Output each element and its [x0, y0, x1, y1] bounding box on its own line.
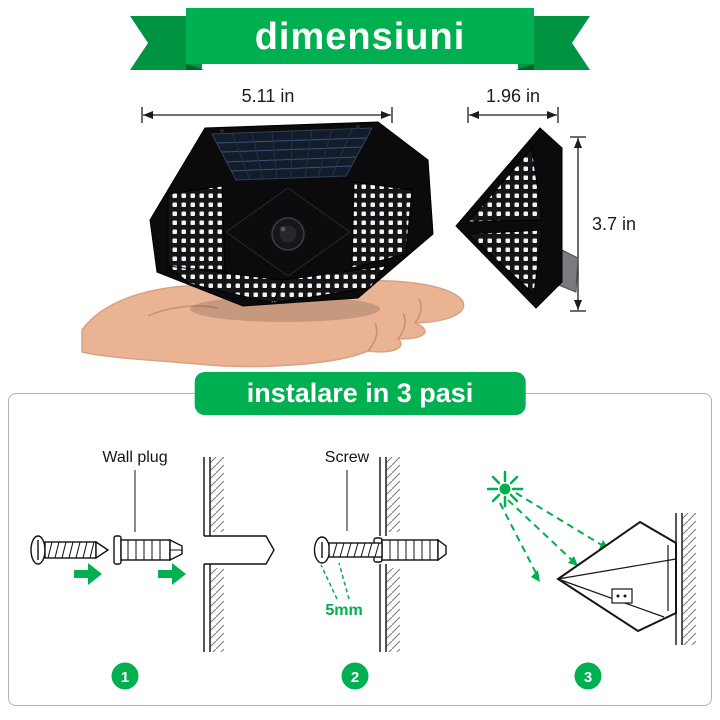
led-panel-bottom-right	[272, 265, 388, 304]
front-width-label: 5.11 in	[242, 86, 295, 106]
led-panel-side-upper	[466, 146, 543, 223]
mount-hole-left	[220, 129, 224, 133]
screw-label: Screw	[325, 449, 370, 466]
product-photo: 5.11 in 1.96 in 3.7 in	[81, 86, 636, 368]
height-label: 3.7 in	[592, 214, 636, 234]
ray-arrowhead	[568, 556, 578, 566]
mount-hole-right	[356, 125, 360, 129]
wall-step3	[675, 513, 696, 645]
drilled-hole	[204, 535, 275, 565]
dimensions-ribbon: dimensiuni	[130, 8, 590, 70]
step-3	[486, 470, 696, 645]
led-panel-right	[351, 181, 413, 269]
lamp-front-view	[149, 121, 434, 307]
install-title: instalare in 3 pasi	[246, 378, 474, 408]
step-3-badge	[574, 662, 602, 690]
5mm-label: 5mm	[325, 602, 362, 619]
step-2: Screw	[313, 449, 447, 652]
wall-step1	[203, 457, 275, 652]
ray-arrowhead	[531, 570, 540, 582]
install-steps-diagram: Wall plug	[30, 449, 696, 690]
light-ray-arrows	[499, 492, 606, 578]
dimension-front-width	[141, 107, 393, 123]
ribbon-tail-right	[518, 16, 590, 70]
install-banner: instalare in 3 pasi	[194, 372, 526, 415]
ribbon-fold-left	[186, 64, 204, 70]
led-panel-side-lower	[466, 229, 543, 296]
green-arrow-icon	[158, 563, 186, 585]
dimension-height	[570, 136, 586, 312]
ribbon-title: dimensiuni	[255, 16, 466, 58]
wall-plug-label: Wall plug	[102, 449, 167, 466]
mounted-lamp-outline	[556, 520, 677, 633]
ribbon-body	[186, 8, 534, 64]
finger-lines	[147, 298, 422, 352]
step-1: Wall plug	[30, 449, 275, 652]
lamp-side-view	[455, 127, 579, 309]
sensor-box	[611, 588, 633, 604]
step-2-badge	[341, 662, 369, 690]
embedded-wall-plug-icon	[373, 537, 447, 563]
screw-icon	[30, 535, 110, 565]
pir-highlight	[280, 226, 286, 232]
green-arrow-icon	[74, 563, 102, 585]
ribbon-tail-left	[130, 16, 202, 70]
step-number-badges: 1 2 3	[111, 662, 602, 690]
led-panel-left	[167, 185, 226, 271]
wall-step2	[379, 457, 400, 652]
sun-icon	[486, 470, 524, 508]
dimension-side-depth	[467, 107, 559, 123]
step-3-number: 3	[584, 669, 592, 686]
wall-plug-icon	[113, 535, 183, 565]
5mm-dashed-lines	[320, 562, 350, 600]
step-1-number: 1	[121, 669, 129, 686]
side-depth-label: 1.96 in	[486, 86, 540, 106]
step-2-number: 2	[351, 669, 359, 686]
ribbon-fold-right	[516, 64, 534, 70]
screw-icon	[313, 536, 383, 564]
solar-panel	[211, 127, 373, 181]
step-1-badge	[111, 662, 139, 690]
